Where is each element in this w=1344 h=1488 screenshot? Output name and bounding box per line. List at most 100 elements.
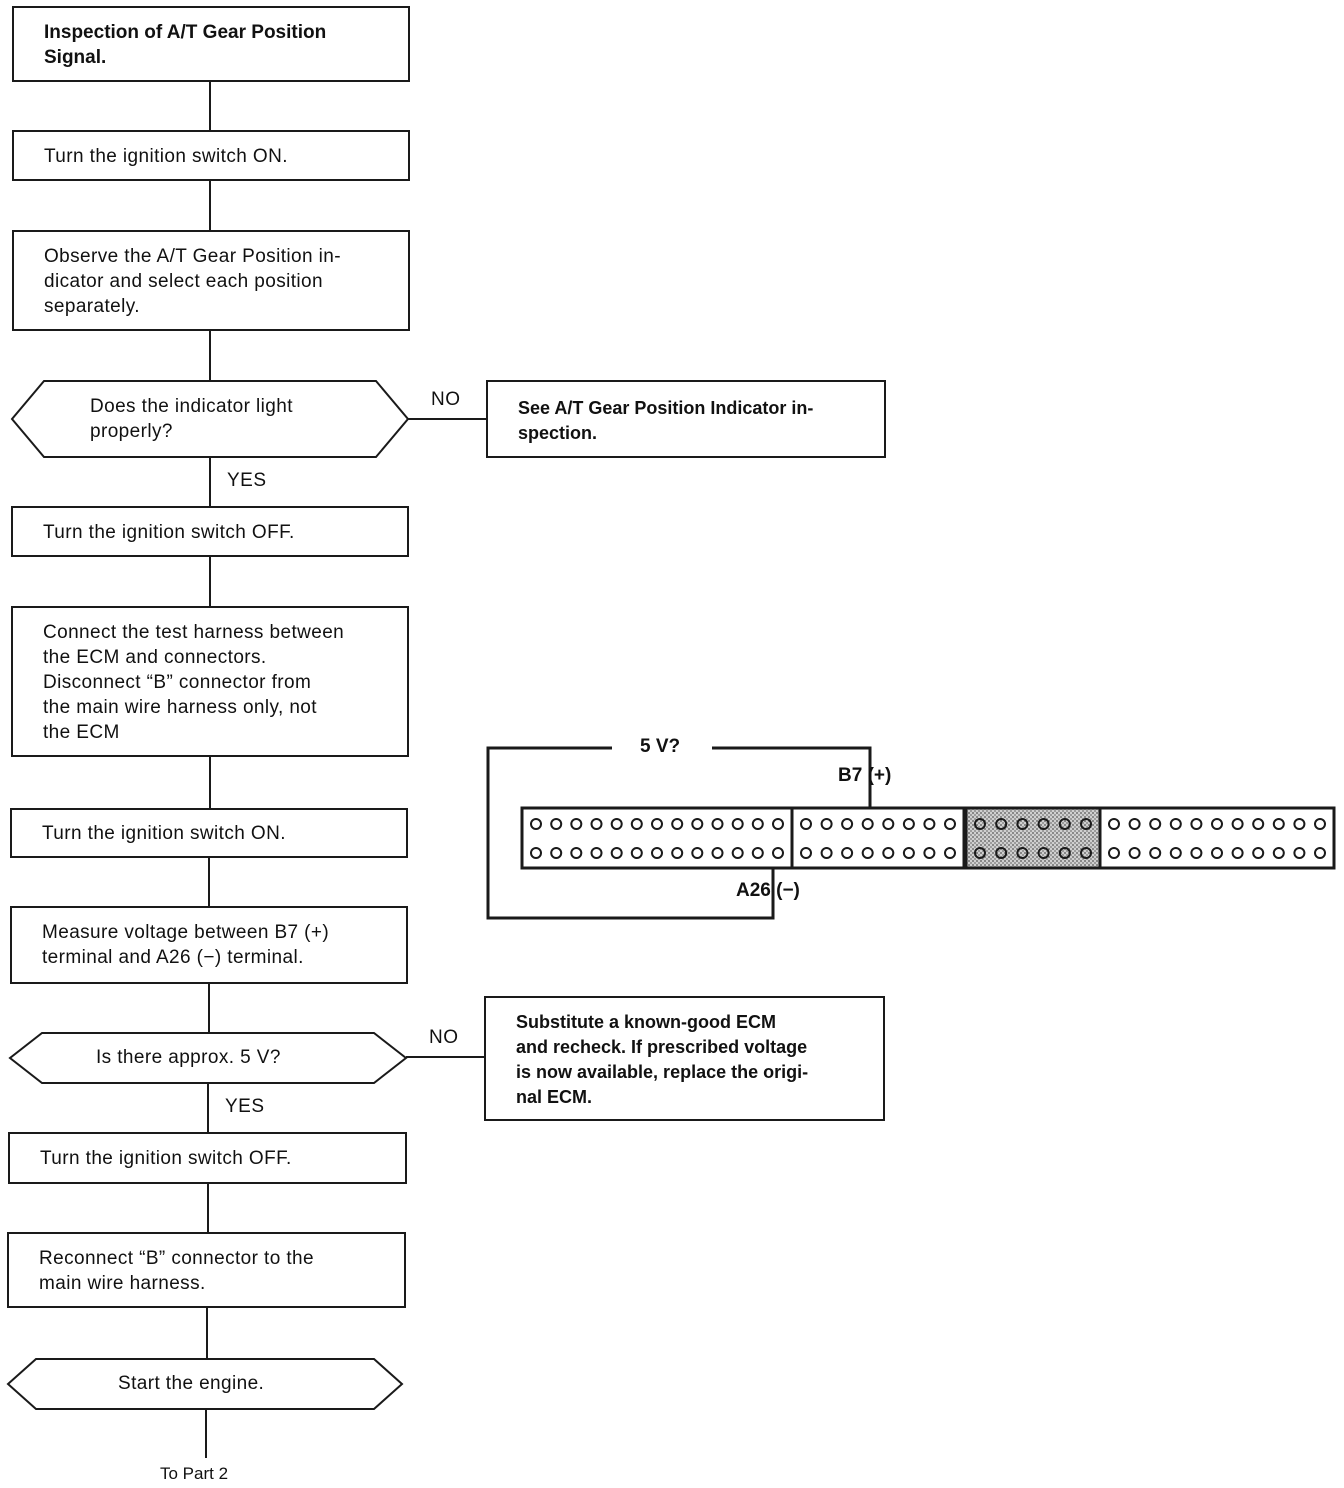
pin-hole [590,847,603,859]
pin-hole [923,818,936,830]
pin-hole [610,818,623,830]
pin-hole [1016,847,1029,859]
pin-hole [1211,818,1223,830]
pin-hole [550,847,563,859]
wire-plus [712,746,872,825]
pin-hole [1058,818,1071,830]
step-ignition-on: Turn the ignition switch ON. [12,130,410,181]
pin-hole [751,818,764,830]
connector-line [209,556,211,608]
connector-blocks [520,806,1336,870]
pin-hole [630,847,643,859]
pin-hole [995,818,1008,830]
connector-line [209,82,211,132]
pin-hole [1169,818,1182,830]
wire-minus [486,746,775,920]
connector-line [209,756,211,810]
pin-hole [882,818,895,830]
no-branch-line [408,418,488,420]
result-see-indicator-inspection: See A/T Gear Position Indicator in-spect… [486,380,886,458]
pin-hole [651,818,663,830]
pin-hole [923,847,936,859]
pin-hole [800,818,812,830]
pin-hole [841,847,854,859]
pin-hole [1272,847,1285,859]
pin-hole [902,818,915,830]
step-start-engine: Start the engine. [6,1358,404,1410]
pin-hole [731,818,744,830]
pin-hole [1272,818,1285,830]
pin-hole [1293,818,1306,830]
pin-hole [691,818,704,830]
pin-hole [1149,847,1162,859]
meter-wires [486,746,872,920]
pin-hole [1128,847,1141,859]
no-branch-line [406,1056,486,1058]
pin-hole [1169,847,1182,859]
pin-hole [1190,818,1203,830]
step-measure-voltage: Measure voltage between B7 (+)terminal a… [10,906,408,984]
pin-hole [1149,818,1162,830]
pin-hole [944,847,956,859]
pin-hole [1252,847,1265,859]
pin-hole [1314,818,1326,830]
pin-hole [1211,847,1223,859]
yes-label: YES [227,470,267,491]
pin-hole [691,847,704,859]
pin-hole [1231,847,1244,859]
pin-hole [861,818,874,830]
pin-hole [550,818,563,830]
pin-hole [1037,847,1050,859]
pin-hole [1108,847,1120,859]
pin-hole [610,847,623,859]
pin-hole [902,847,915,859]
connector-block [964,806,1102,870]
pin-hole [651,847,663,859]
pin-hole [1314,847,1326,859]
pin-hole [861,847,874,859]
connector-line [205,1408,207,1458]
no-label: NO [431,389,461,410]
step-observe-indicator: Observe the A/T Gear Position in-dicator… [12,230,410,331]
connector-pins [530,818,1326,859]
meter-label: 5 V? [640,736,681,757]
pin-hole [820,847,833,859]
step-ignition-on-2: Turn the ignition switch ON. [10,808,408,858]
connector-line [209,180,211,232]
pin-hole [772,847,784,859]
pin-hole [995,847,1008,859]
pin-hole [772,818,784,830]
pin-hole [570,847,583,859]
connector-block [790,806,966,870]
pin-hole [751,847,764,859]
pin-hole [1016,818,1029,830]
to-part-2-label: To Part 2 [160,1464,229,1483]
b7-plus-label: B7 (+) [838,765,892,786]
pin-hole [711,847,724,859]
pin-hole [944,818,956,830]
pin-hole [1058,847,1071,859]
connector-line [208,856,210,908]
pin-hole [1080,847,1092,859]
connector-line [209,456,211,508]
pin-hole [630,818,643,830]
pin-hole [974,818,986,830]
pin-hole [530,847,542,859]
connector-line [209,330,211,382]
connector-line [206,1306,208,1358]
decision-approx-5v: Is there approx. 5 V? [8,1032,408,1084]
pin-hole [1080,818,1092,830]
pin-hole [882,847,895,859]
pin-hole [711,818,724,830]
pin-hole [1293,847,1306,859]
a26-minus-label: A26 (−) [736,880,800,901]
pin-hole [800,847,812,859]
pin-hole [820,818,833,830]
pin-hole [530,818,542,830]
no-label: NO [429,1027,459,1048]
pin-hole [1108,818,1120,830]
